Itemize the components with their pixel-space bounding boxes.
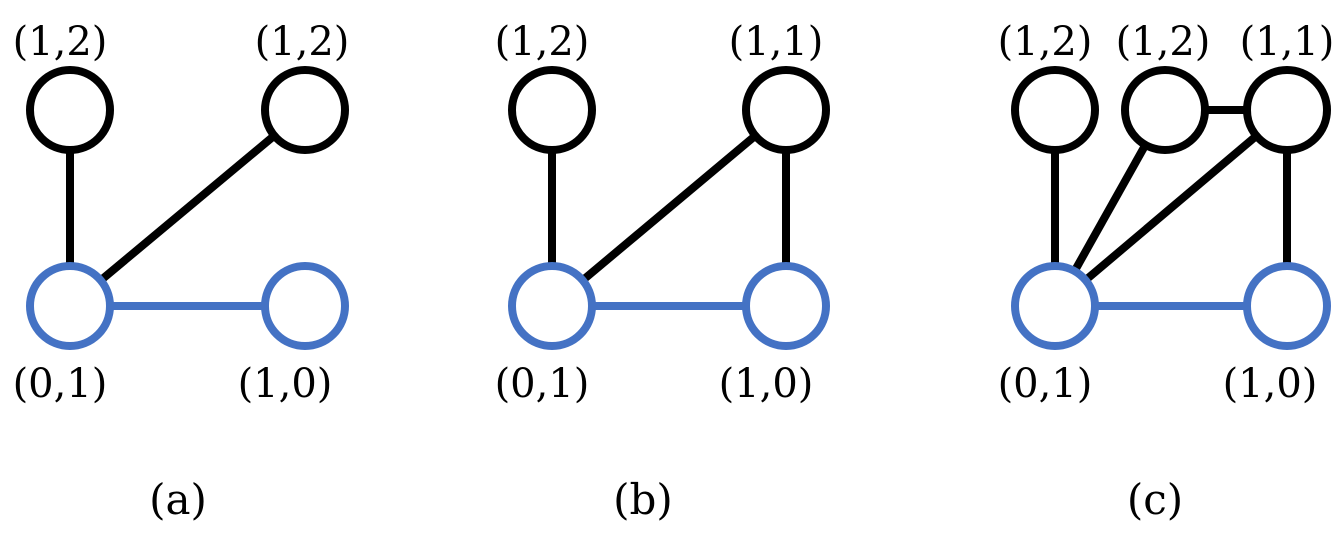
node-blue bbox=[261, 262, 349, 350]
node-label: (0,1) bbox=[495, 361, 590, 407]
node-black bbox=[1243, 66, 1331, 154]
node-blue bbox=[742, 262, 830, 350]
node-label: (1,2) bbox=[998, 19, 1093, 65]
panel-caption: (b) bbox=[613, 475, 673, 524]
node-label: (0,1) bbox=[998, 361, 1093, 407]
node-label: (1,1) bbox=[1240, 19, 1335, 65]
node-label: (1,2) bbox=[13, 19, 108, 65]
node-label: (0,1) bbox=[13, 361, 108, 407]
node-blue bbox=[1243, 262, 1331, 350]
node-black bbox=[742, 66, 830, 154]
edge-black bbox=[1082, 132, 1260, 284]
panel-a: (1,2) (1,2) (0,1) (1,0) (a) bbox=[13, 19, 350, 524]
edge-black bbox=[580, 132, 758, 284]
node-label: (1,0) bbox=[719, 361, 814, 407]
node-label: (1,1) bbox=[729, 19, 824, 65]
panel-caption: (c) bbox=[1127, 475, 1183, 524]
node-black bbox=[508, 66, 596, 154]
node-blue bbox=[1011, 262, 1099, 350]
node-label: (1,0) bbox=[238, 361, 333, 407]
edge-black bbox=[1071, 142, 1149, 274]
node-black bbox=[26, 66, 114, 154]
panel-c: (1,2) (1,2) (1,1) (0,1) (1,0) (c) bbox=[998, 19, 1335, 524]
edge-black bbox=[98, 132, 277, 284]
node-label: (1,2) bbox=[1116, 19, 1211, 65]
node-black bbox=[1121, 66, 1209, 154]
node-label: (1,2) bbox=[255, 19, 350, 65]
panel-caption: (a) bbox=[149, 475, 207, 524]
node-blue bbox=[26, 262, 114, 350]
node-black bbox=[261, 66, 349, 154]
node-blue bbox=[508, 262, 596, 350]
node-black bbox=[1011, 66, 1099, 154]
panel-b: (1,2) (1,1) (0,1) (1,0) (b) bbox=[495, 19, 830, 524]
node-label: (1,2) bbox=[495, 19, 590, 65]
node-label: (1,0) bbox=[1223, 361, 1318, 407]
